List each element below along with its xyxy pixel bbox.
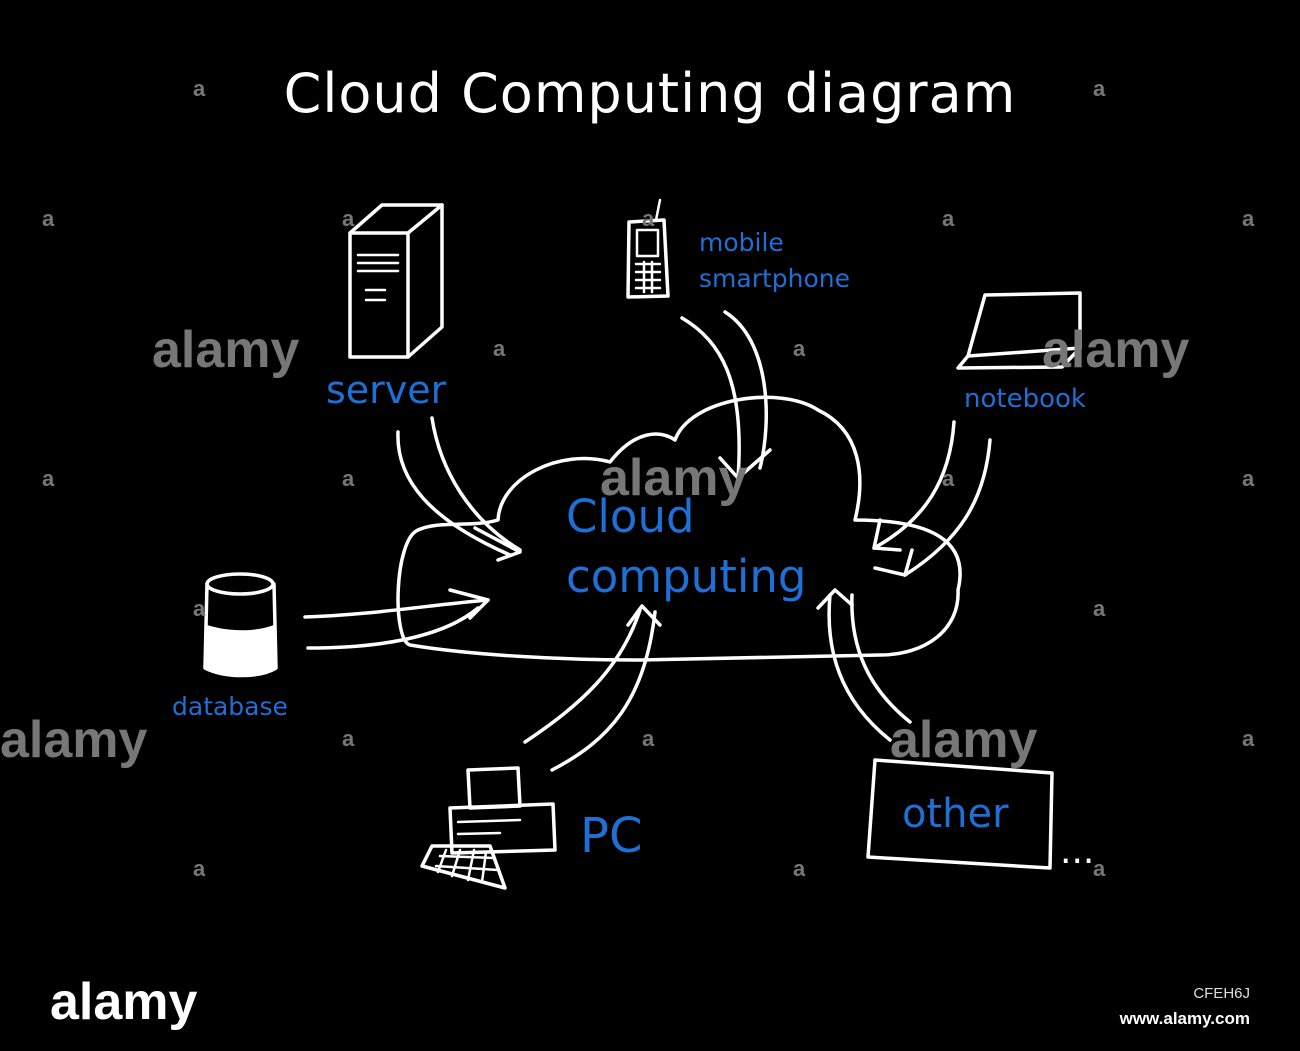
- server-arrows: [396, 416, 522, 562]
- database-icon: [203, 572, 278, 678]
- watermark-mark: a: [1242, 206, 1255, 231]
- database-arrows: [303, 588, 490, 650]
- watermark-mark: a: [1093, 596, 1106, 621]
- cloud-label-line2: computing: [566, 550, 807, 603]
- server-icon: [348, 203, 444, 359]
- stock-id: CFEH6J: [1193, 985, 1250, 1002]
- watermark-mark: a: [1242, 726, 1255, 751]
- other-box: [866, 758, 1054, 870]
- watermark-mark: a: [642, 726, 655, 751]
- watermark-mark: a: [493, 336, 506, 361]
- watermark-mark: a: [1093, 76, 1106, 101]
- server-label: server: [326, 368, 447, 412]
- watermark-mark: a: [793, 856, 806, 881]
- pc-arrows: [523, 604, 662, 772]
- stock-url: www.alamy.com: [1119, 1009, 1250, 1028]
- watermark-mark: a: [193, 856, 206, 881]
- watermark-mark: a: [342, 466, 355, 491]
- other-arrows: [816, 588, 912, 742]
- watermark-mark: a: [642, 206, 655, 231]
- database-label: database: [172, 692, 288, 721]
- other-label: other: [902, 791, 1009, 837]
- watermark-mark: a: [942, 466, 955, 491]
- watermark-mark: a: [193, 596, 206, 621]
- mobile-label-line1: mobile: [699, 228, 784, 257]
- watermark-logo: alamy: [1042, 321, 1190, 379]
- watermark-logo: alamy: [890, 711, 1038, 769]
- watermark-mark: a: [1242, 466, 1255, 491]
- watermark-mark: a: [42, 206, 55, 231]
- mobile-phone-icon: [626, 198, 670, 299]
- notebook-label: notebook: [964, 384, 1086, 414]
- watermark-mark: a: [193, 76, 206, 101]
- mobile-label-line2: smartphone: [699, 264, 851, 293]
- mobile-arrows: [680, 310, 772, 480]
- watermark-mark: a: [342, 206, 355, 231]
- watermark-logo: alamy: [600, 449, 748, 507]
- watermark-mark: a: [342, 726, 355, 751]
- watermark-mark: a: [793, 336, 806, 361]
- watermark-mark: a: [42, 466, 55, 491]
- watermark-logo: alamy: [0, 711, 148, 769]
- watermark-mark: a: [942, 206, 955, 231]
- watermark-logo: alamy: [50, 973, 198, 1031]
- pc-label: PC: [580, 808, 643, 864]
- watermark-mark: a: [1093, 856, 1106, 881]
- page-title: Cloud Computing diagram: [283, 62, 1017, 125]
- notebook-icon: [956, 291, 1082, 370]
- notebook-arrows: [872, 420, 992, 577]
- cloud-shape: [396, 395, 962, 662]
- cloud-label-line1: Cloud: [566, 490, 695, 543]
- watermark-logo: alamy: [152, 321, 300, 379]
- ellipsis-label: ...: [1060, 831, 1095, 872]
- pc-icon: [420, 766, 557, 890]
